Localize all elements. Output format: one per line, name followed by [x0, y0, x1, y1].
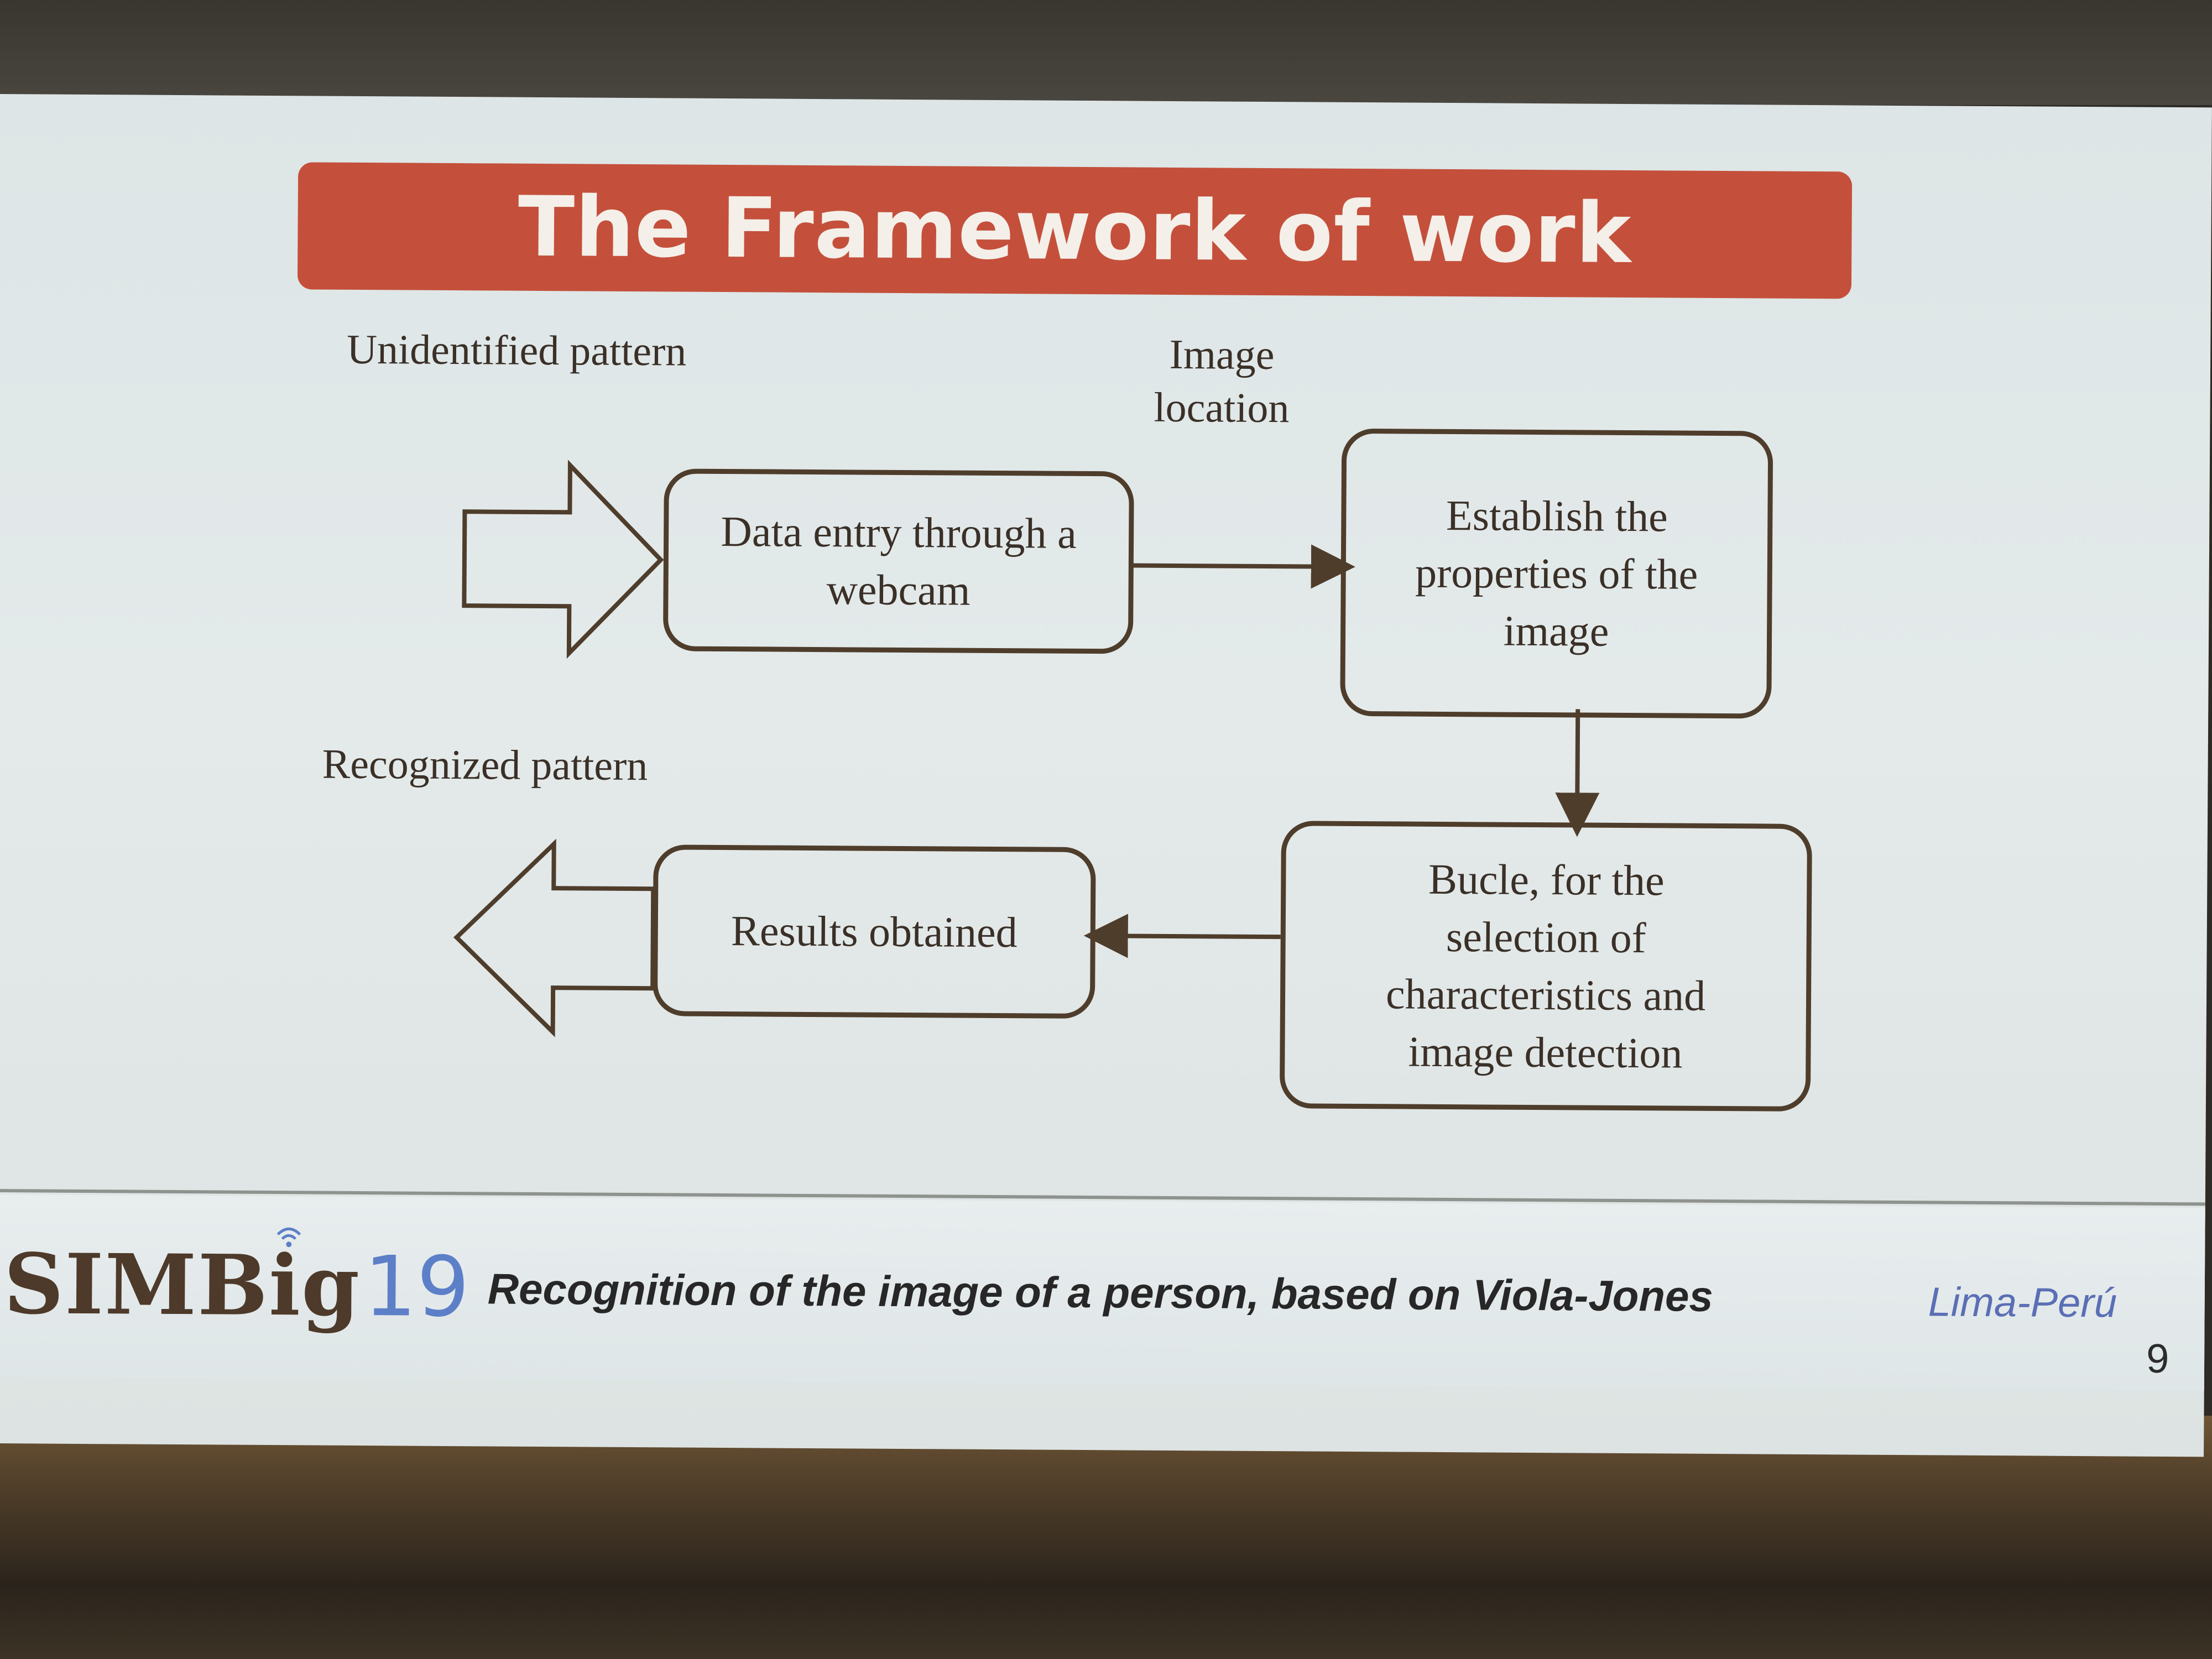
page-number: 9	[2146, 1335, 2169, 1382]
simbig-logo: SIMBig 19	[3, 1235, 470, 1336]
establish-properties-text: Establish the properties of the image	[1415, 491, 1698, 655]
recognized-pattern-label: Recognized pattern	[322, 740, 648, 790]
input-arrow-shape	[462, 460, 664, 659]
wifi-icon	[276, 1227, 301, 1248]
data-entry-box: Data entry through a webcam	[662, 468, 1134, 654]
ceiling	[0, 0, 2212, 105]
connector-establish-to-bucle	[1555, 709, 1600, 837]
results-box: Results obtained	[652, 844, 1096, 1019]
connector-bucle-to-results	[1083, 914, 1281, 958]
output-arrow-shape	[453, 838, 656, 1037]
data-entry-text: Data entry through a webcam	[721, 507, 1077, 614]
image-location-line2: location	[1154, 384, 1290, 432]
results-text: Results obtained	[731, 906, 1018, 957]
image-location-label: Image location	[1154, 328, 1290, 435]
projected-slide: The Framework of work Unidentified patte…	[0, 94, 2212, 1457]
unidentified-pattern-label: Unidentified pattern	[346, 326, 687, 375]
footer-caption: Recognition of the image of a person, ba…	[487, 1264, 1714, 1321]
logo-text: SIMBig	[3, 1235, 361, 1335]
connector-entry-to-establish	[1130, 544, 1355, 589]
footer-place: Lima-Perú	[1928, 1279, 2117, 1326]
bucle-box: Bucle, for the selection of characterist…	[1279, 821, 1812, 1112]
logo-number: 19	[363, 1239, 470, 1336]
stage-background	[0, 1416, 2212, 1659]
bucle-text: Bucle, for the selection of characterist…	[1385, 854, 1706, 1077]
establish-properties-box: Establish the properties of the image	[1340, 428, 1773, 719]
framework-diagram	[453, 460, 1600, 1037]
image-location-line1: Image	[1169, 331, 1275, 379]
